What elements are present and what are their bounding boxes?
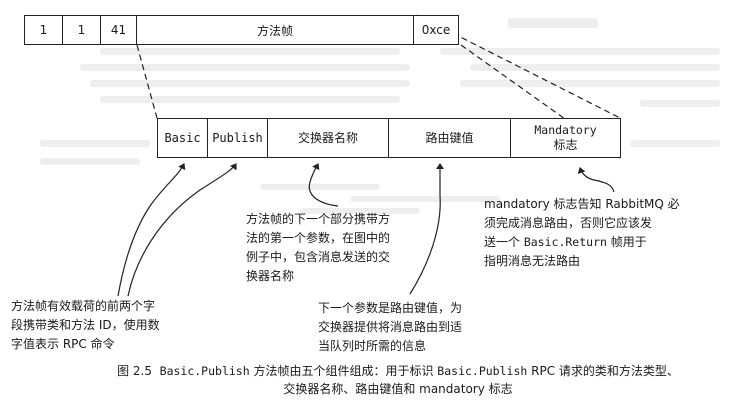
note-mandatory: mandatory 标志告知 RabbitMQ 必 须完成消息路由，否则它应该发… [484,195,690,271]
arrow-basic-publish-2 [127,163,237,297]
mandatory-flag-cell: Mandatory 标志 [511,119,620,157]
caption-code: Basic.Publish [159,364,250,378]
note-line: 换器名称 [246,269,295,283]
note-line: 指明消息无法路由 [484,254,581,268]
class-basic-cell: Basic [158,119,208,157]
note-routing-key: 下一个参数是路由键值，为 交换器提供将消息路由到适 当队列时所需的信息 [318,299,518,356]
note-line: 下一个参数是路由键值，为 [318,301,463,315]
figure-number: 图 2.5 [117,364,152,378]
caption-line-1: 图 2.5 Basic.Publish 方法帧由五个组件组成：用于标识 Basi… [88,362,708,380]
mandatory-label: Mandatory [534,123,597,137]
note-text: 送一个 [484,235,524,249]
dashed-line-right-top [416,14,621,119]
note-exchange: 方法帧的下一个部分携带方 法的第一个参数，在图中的 例子中，包含消息发送的交 换… [246,210,442,286]
note-line: 交换器提供将消息路由到适 [318,320,463,334]
note-class-method: 方法帧有效载荷的前两个字 段携带类和方法 ID，使用数 字值表示 RPC 命令 [11,297,217,354]
note-line: 送一个 Basic.Return 帧用于 [484,233,690,252]
note-code: Basic.Return [523,235,607,249]
note-line: 当队列时所需的信息 [318,339,427,353]
figure-caption: 图 2.5 Basic.Publish 方法帧由五个组件组成：用于标识 Basi… [88,362,708,398]
channel-cell: 1 [63,16,101,44]
payload-cell: 方法帧 [137,16,414,44]
caption-code: Basic.Publish [437,364,528,378]
note-line: 方法帧有效载荷的前两个字 [11,299,156,313]
mandatory-flag-label: 标志 [553,138,578,152]
note-line: 例子中，包含消息发送的交 [246,250,391,264]
exchange-name-cell: 交换器名称 [268,119,389,157]
method-publish-cell: Publish [208,119,268,157]
note-line: mandatory 标志告知 RabbitMQ 必 [484,197,680,211]
arrow-routing-key [409,163,444,295]
arrow-exchange [308,163,339,207]
note-text: 帧用于 [606,235,647,249]
dashed-line-left [136,44,158,119]
note-line: 须完成消息路由，否则它应该发 [484,216,653,230]
caption-text: 方法帧由五个组件组成：用于标识 [249,364,438,378]
note-line: 法的第一个参数，在图中的 [246,231,391,245]
frame-type-cell: 1 [25,16,63,44]
note-line: 段携带类和方法 ID，使用数 [11,318,160,332]
size-cell: 41 [101,16,137,44]
arrow-mandatory [577,167,615,193]
caption-text: RPC 请求的类和方法类型、 [527,364,679,378]
method-frame-payload: Basic Publish 交换器名称 路由键值 Mandatory 标志 [157,118,621,158]
note-line: 方法帧的下一个部分携带方 [246,212,391,226]
caption-line-2: 交换器名称、路由键值和 mandatory 标志 [283,382,513,396]
routing-key-cell: 路由键值 [389,119,511,157]
method-frame: 1 1 41 方法帧 0xce [24,15,459,45]
frame-end-cell: 0xce [421,23,451,37]
note-line: 字值表示 RPC 命令 [11,337,115,351]
arrow-basic-publish [117,163,186,297]
